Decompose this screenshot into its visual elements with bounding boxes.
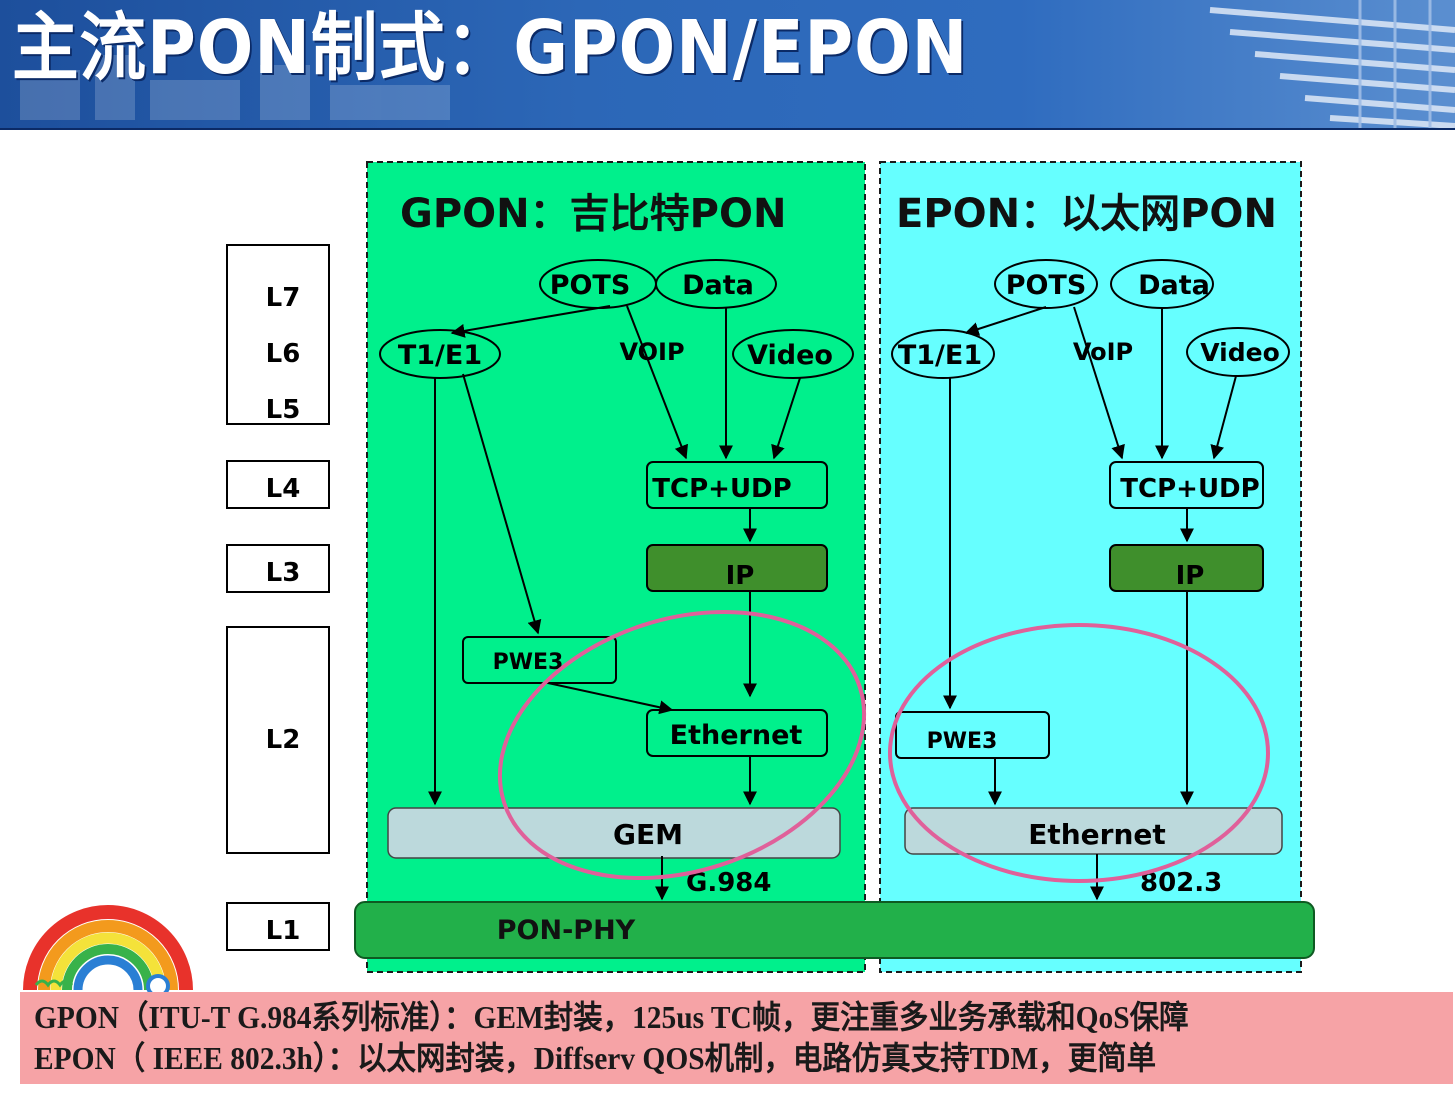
epon-video-label: Video [1200,338,1280,367]
header-decoration [20,0,1455,128]
epon-panel: EPON：以太网PON POTS Data T1/E1 VoIP Video T… [879,161,1302,973]
gpon-standard-label: G.984 [686,868,772,898]
layer-box-l1 [226,902,330,951]
epon-arrows [943,306,1237,901]
gpon-ip-label: IP [726,561,755,591]
epon-title: EPON：以太网PON [896,191,1277,237]
gpon-data-label: Data [682,270,754,301]
layer-label-l7: L7 [266,283,301,313]
epon-pots-label: POTS [1006,270,1087,301]
epon-voip-label: VoIP [1073,338,1133,366]
footer-gpon-line: GPON（ITU-T G.984系列标准）：GEM封装，125us TC帧，更注… [34,999,1189,1035]
gpon-gem-label: GEM [613,818,683,851]
gpon-pwe3-label: PWE3 [493,650,564,675]
gpon-ethernet-box [646,709,828,757]
gpon-t1e1-label: T1/E1 [398,340,482,371]
gpon-voip-label: VOIP [619,338,684,366]
epon-highlight-ellipse [888,623,1270,883]
gpon-data-ellipse [655,259,777,309]
layer-box-l4 [226,460,330,509]
pon-phy-bar [354,901,1315,959]
gpon-t1e1-ellipse [379,329,501,379]
layer-box-l2 [226,626,330,854]
layer-box-l3 [226,544,330,593]
gpon-video-label: Video [747,340,833,371]
layer-label-l1: L1 [266,916,301,946]
gpon-ip-box [646,544,828,592]
epon-pwe3-label: PWE3 [927,729,998,754]
pon-phy-label: PON-PHY [497,915,636,946]
epon-video-ellipse [1186,327,1290,377]
layer-label-l4: L4 [266,474,301,504]
gpon-pots-label: POTS [550,270,631,301]
gpon-tcpudp-box [646,461,828,509]
layer-box-l7-l5 [226,244,330,425]
gpon-ethernet-label: Ethernet [670,720,803,751]
footer-note: GPON（ITU-T G.984系列标准）：GEM封装，125us TC帧，更注… [20,992,1453,1087]
layer-label-l5: L5 [266,395,301,425]
gpon-arrows [428,305,801,901]
epon-pwe3-box [895,711,1050,759]
epon-standard-label: 802.3 [1140,868,1222,898]
epon-t1e1-ellipse [891,329,995,379]
gpon-title: GPON：吉比特PON [400,191,786,237]
layer-label-l2: L2 [266,725,301,755]
epon-ip-label: IP [1176,561,1205,591]
layer-column [226,244,330,951]
page-title: 主流PON制式：GPON/EPON [12,5,969,91]
layer-label-l6: L6 [266,339,301,369]
epon-ethernet-box [904,807,1283,855]
epon-tcpudp-label: TCP+UDP [1120,474,1259,504]
gpon-video-ellipse [732,329,854,379]
gpon-pwe3-box [462,636,617,684]
gpon-highlight-ellipse [497,609,867,881]
layer-label-l3: L3 [266,558,301,588]
epon-ethernet-label: Ethernet [1028,818,1166,851]
rainbow-logo [23,905,193,998]
header-banner: 主流PON制式：GPON/EPON [0,0,1455,130]
gpon-gem-box [387,807,841,859]
gpon-panel: GPON：吉比特PON POTS Data T1/E1 VOIP Video T… [366,161,866,973]
gpon-tcpudp-label: TCP+UDP [652,474,791,504]
epon-data-label: Data [1138,270,1210,301]
footer-epon-line: EPON（ IEEE 802.3h）：以太网封装，Diffserv QOS机制，… [34,1040,1157,1076]
epon-t1e1-label: T1/E1 [898,340,982,371]
